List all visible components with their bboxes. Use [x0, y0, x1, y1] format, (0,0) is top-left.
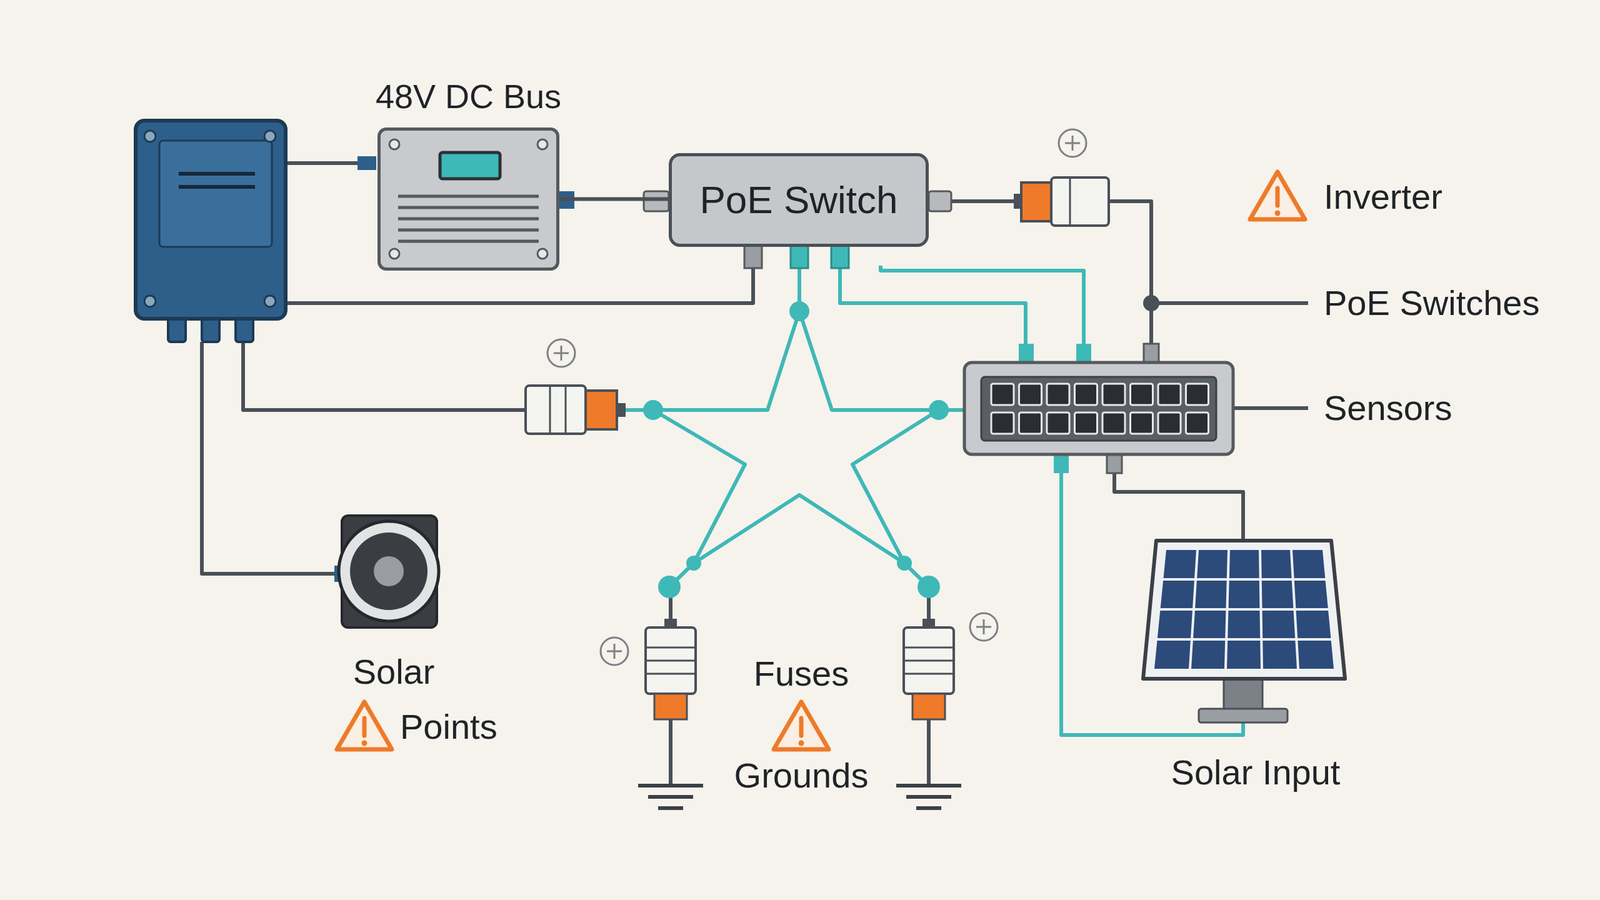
port: [1102, 412, 1125, 434]
port: [1046, 412, 1070, 434]
part-label: Sensors: [1323, 388, 1452, 428]
switch-box: PoE Switch: [668, 153, 929, 247]
solar-panel: [1143, 540, 1345, 723]
part-label: PoE Switches: [1323, 283, 1540, 323]
port: [991, 412, 1014, 434]
port: [1130, 412, 1154, 434]
enclosure: [135, 120, 377, 342]
box-heading: 48V DC Bus: [375, 78, 562, 115]
port: [1158, 383, 1181, 405]
port: [1075, 383, 1098, 405]
port: [991, 383, 1014, 405]
port: [1186, 383, 1209, 405]
port: [1075, 412, 1098, 434]
port-stub: [928, 191, 952, 212]
box-details: [380, 130, 557, 268]
fuse: [903, 618, 954, 720]
speaker-icon: [334, 515, 439, 628]
warning-label: Points: [400, 707, 498, 747]
ports: [744, 245, 849, 269]
part-label: Solar: [353, 652, 435, 692]
port-stub: [643, 191, 669, 212]
port: [1158, 412, 1181, 434]
part-label: Fuses: [753, 654, 850, 694]
port: [1186, 412, 1209, 434]
connector-plug: [525, 385, 626, 434]
part-label: Grounds: [734, 756, 869, 795]
power-supply-box: 48V DC Bus: [377, 127, 560, 271]
part-label: Inverter: [1323, 177, 1443, 217]
port: [1019, 412, 1042, 434]
port: [1102, 383, 1125, 405]
part-label: Solar Input: [1171, 753, 1341, 792]
port: [1046, 383, 1070, 405]
connector-plug: [1013, 177, 1109, 226]
network-switch: [964, 343, 1234, 474]
box-label: PoE Switch: [699, 178, 898, 222]
wire: [559, 197, 669, 202]
junction-dots: [643, 301, 949, 599]
fuse: [645, 618, 696, 720]
port: [1019, 383, 1042, 405]
wires: [201, 163, 1309, 786]
port: [1130, 383, 1154, 405]
